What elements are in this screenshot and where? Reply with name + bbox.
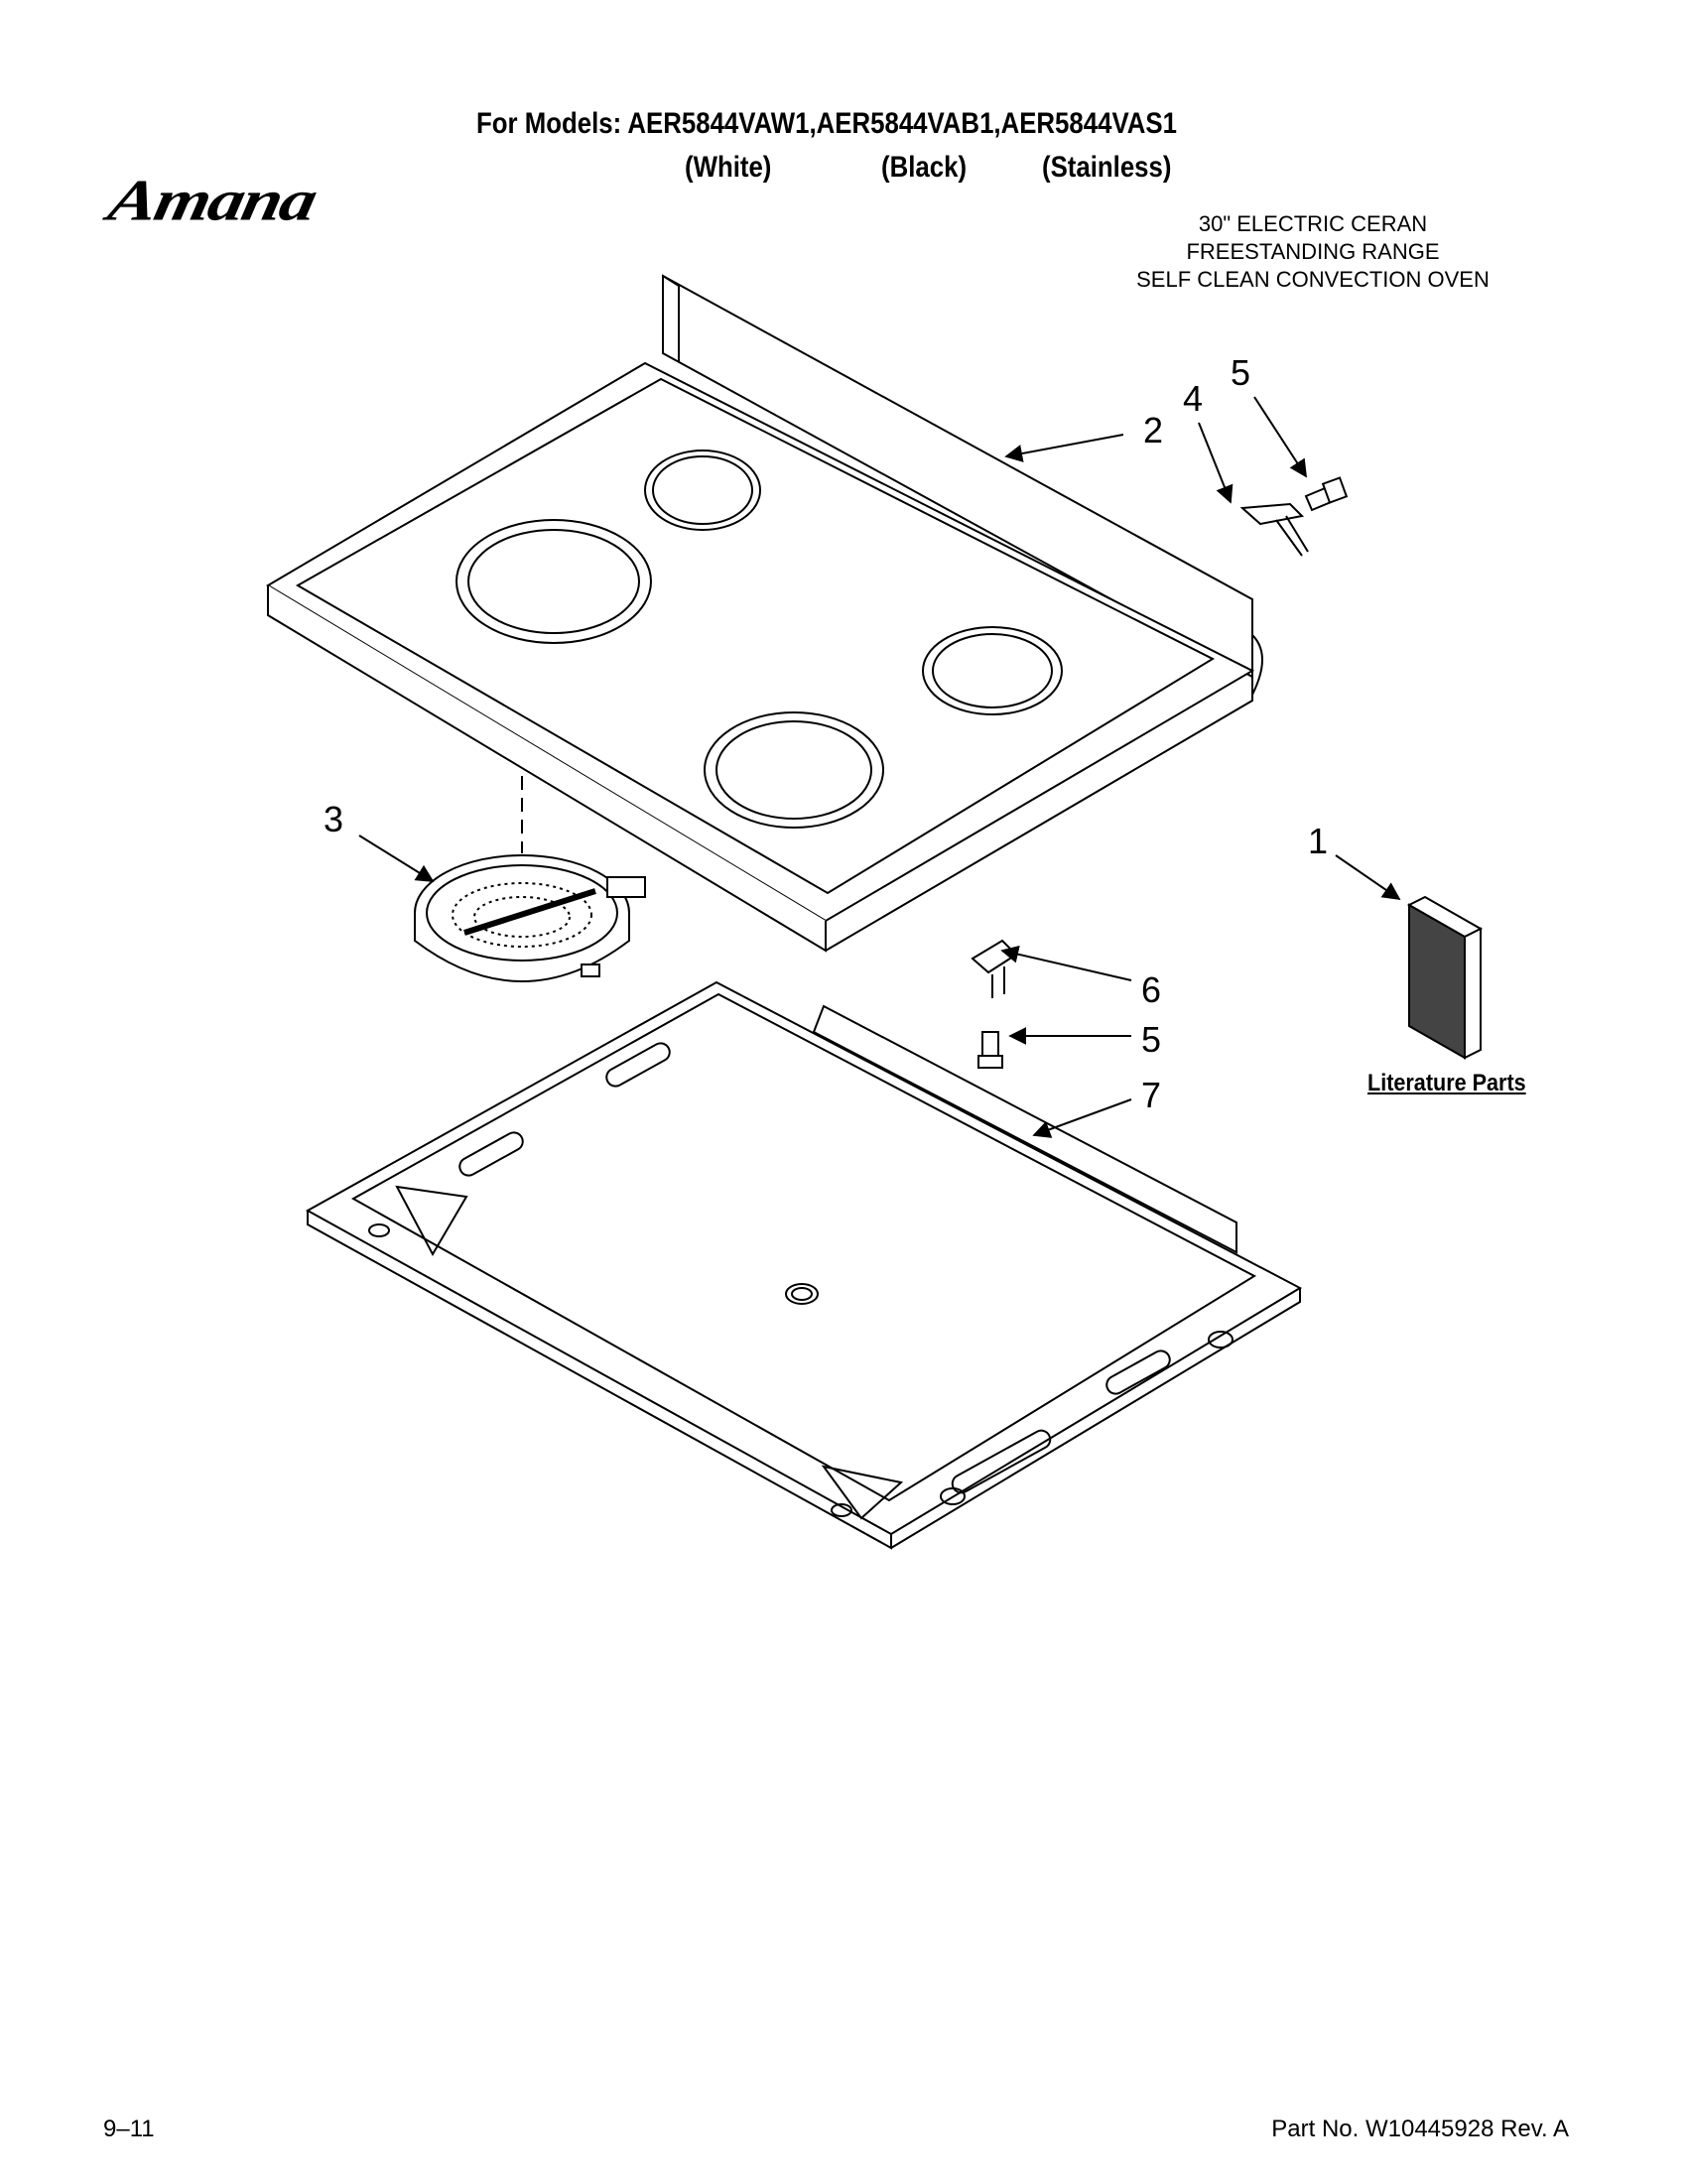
literature-part xyxy=(1406,895,1484,1060)
callout-2: 2 xyxy=(1143,410,1163,450)
page-number: 9–11 xyxy=(103,2116,155,2142)
color-white-label: (White) xyxy=(685,151,772,184)
bracket-and-screw-middle xyxy=(971,939,1018,1069)
product-description-line-2: FREESTANDING RANGE xyxy=(1186,239,1440,264)
callout-5-top: 5 xyxy=(1231,352,1250,393)
surface-element-part xyxy=(414,776,646,982)
bracket-and-screw-top xyxy=(1239,476,1349,557)
literature-parts-label: Literature Parts xyxy=(1367,1070,1526,1096)
color-black-label: (Black) xyxy=(881,151,968,184)
product-description-line-3: SELF CLEAN CONVECTION OVEN xyxy=(1136,267,1490,292)
callout-1: 1 xyxy=(1308,821,1328,861)
models-heading: For Models: AER5844VAW1,AER5844VAB1,AER5… xyxy=(476,107,1177,140)
product-description: 30" ELECTRIC CERAN FREESTANDING RANGE SE… xyxy=(1055,210,1571,294)
leader-arrows xyxy=(358,396,1401,1138)
callout-5-middle: 5 xyxy=(1141,1019,1161,1060)
part-number: Part No. W10445928 Rev. A xyxy=(1271,2116,1569,2142)
burner-box-part xyxy=(305,980,1303,1550)
callout-3: 3 xyxy=(324,799,343,839)
callout-4: 4 xyxy=(1183,378,1203,419)
callout-7: 7 xyxy=(1141,1075,1161,1115)
cooktop-part xyxy=(266,274,1263,953)
color-stainless-label: (Stainless) xyxy=(1042,151,1172,184)
callout-6: 6 xyxy=(1141,969,1161,1010)
product-description-line-1: 30" ELECTRIC CERAN xyxy=(1198,211,1428,236)
